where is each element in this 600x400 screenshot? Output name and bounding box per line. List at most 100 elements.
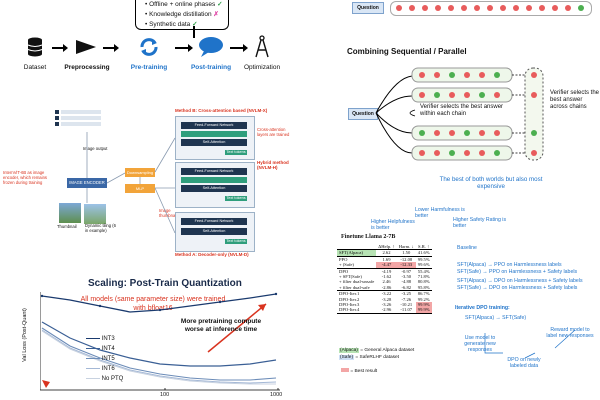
nvlm-diagram: Image output IMAGE ENCODER InternViT-6B … [3,108,295,260]
table-row: SFT(Alpaca) 2.62 1.50 41.6% [337,249,432,257]
table-row: DPO-Iter.3 -3.26 -10.21 99.9% [339,302,432,308]
mlp-box: MLP [125,184,155,193]
reward-model-note: Reward model to label new responses [546,327,594,339]
pipeline-label-pretraining: Pre-training [130,64,168,71]
quant-title: Scaling: Post-Train Quantization [88,278,242,289]
legend-item: INT5 [86,354,123,364]
ffn-layer: Feed-Forward Network [181,168,247,175]
pipeline: Dataset Preprocessing Pre-training Post-… [0,34,300,79]
ffn-layer: Feed-Forward Network [181,218,247,225]
table-row: + filter dual-unsafe 2.46 -4.88 80.8% [339,279,430,285]
combining-diagram: Question Verifier selects the best a [340,58,600,198]
note-baseline: Baseline [457,245,477,251]
int6-series [41,329,277,384]
image-output-label: Image output [83,146,108,151]
question-chain-top: Question [352,0,600,18]
nvlm-connectors [86,132,176,234]
text-tokens-box: Text tokens [225,196,247,201]
int3-series [41,293,277,313]
thumbnail-label: Thumbnail [57,224,77,229]
cross-attention-layer [181,177,247,183]
ffn-layer: Feed-Forward Network [181,122,247,129]
pipeline-arrow [52,47,64,49]
note-help: Higher Helpfulness is better [371,219,415,231]
self-attention-layer: Self-Attention [181,139,247,146]
chat-bubble-icon [199,37,223,57]
arrow-head [188,44,193,52]
alpaca-legend: (Alpaca) = General Alpaca dataset [339,348,415,353]
verifier-across-label: Verifier selects the best answer across … [550,90,600,111]
legend-item: INT6 [86,364,123,374]
combining-title: Combining Sequential / Parallel [347,47,467,56]
quant-chart: Val Loss (Post-Quant) More pretraining c… [20,292,283,400]
finetune-section: Higher Helpfulness is better Lower Harmf… [335,207,600,400]
table-row: + SFT(Safe) -1.62 -3.50 71.8% [339,274,430,280]
legend-item: No PTQ [86,374,123,384]
pipeline-arrow [230,47,244,49]
funnel-icon [76,40,96,54]
pipeline-label-optimization: Optimization [243,64,281,71]
legend-item: INT3 [86,334,123,344]
intern-note: InternViT-6B as image encoder, which rem… [3,170,47,185]
image-token-stack [55,110,110,132]
finetune-title: Finetune Llama 2-7B [341,234,396,240]
arrow-head [243,44,248,52]
iter-flow: SFT(Alpaca) → SFT(Safe) [465,315,527,321]
method-b-title: Method B: Cross-attention based (NVLM-X) [175,108,268,113]
method-a-title: Method A: Decoder-only (NVLM-D) [175,252,249,257]
pipeline-arrow [175,47,189,49]
note-safety: Higher Safety Rating is better [453,217,507,229]
table-row: DPO-Iter.1 -3.22 -3.25 86.7% [339,291,430,297]
quant-legend: INT3 INT4 INT5 INT6 No PTQ [86,334,123,384]
combining-caption: The best of both worlds but also most ex… [439,176,543,191]
text-tokens-box: Text tokens [225,150,247,155]
answer-chain-row [390,1,592,16]
cross-attention-layer [181,131,247,137]
text-tokens-box: Text tokens [225,239,247,244]
safe-legend: (Safe) = SafeRLHF dataset [339,355,400,360]
note-harm: Lower Harmfulness is better [415,207,465,219]
table-row: DPO-Iter.2 -3.28 -7.26 99.2% [339,296,430,302]
bullet-item: • Offline + online phases ✓ [145,1,223,8]
tile-image [83,203,107,225]
image-encoder-box: IMAGE ENCODER [67,178,107,188]
int5-series [41,327,277,381]
table-row: PPO 1.69 -12.08 99.5% [339,256,430,262]
quant-plot [40,292,280,391]
bullet-item: • Synthetic data ✓ [145,21,198,28]
quant-callout: All models (same parameter size) were tr… [80,296,226,312]
anno-ppo-1: SFT(Alpaca) → PPO on Harmlessness labels [457,262,562,268]
arrow-head [114,44,119,52]
arrow-head [63,44,68,52]
cross-icon: ✗ [213,11,219,18]
x-tick-1000: 1000 [270,392,283,398]
table-row: DPO-Iter.4 -2.96 -11.07 99.9% [337,307,432,314]
database-icon [27,37,43,57]
pipeline-arrow [103,47,115,49]
anno-dpo-1: SFT(Alpaca) → DPO on Harmlessness + Safe… [457,278,583,284]
legend-item: INT4 [86,344,123,354]
question-box: Question [352,2,384,14]
finetune-table: ΔHelp. ↑ Harm. ↓ S.R. ↑ SFT(Alpaca) 2.62… [337,244,432,314]
noptq-series [41,330,276,385]
table-row: DPO -4.19 -0.97 55.4% [339,268,430,274]
best-result-legend: = Best result [341,368,377,374]
verifier-chain-label: Verifier selects the best answer within … [420,104,504,118]
bullet-item: • Knowledge distillation ✗ [145,11,219,18]
refresh-icon [140,38,158,56]
iter-title: Iterative DPO training: [455,305,510,311]
check-icon: ✓ [217,1,223,8]
pipeline-label-dataset: Dataset [23,64,47,71]
pipeline-label-posttraining: Post-training [190,64,232,71]
dynamic-tiling-label: Dynamic tiling (6 in example) [85,223,116,233]
downsampling-box: Downsampling [125,168,155,177]
hybrid-title: Hybrid method (NVLM-H) [257,160,289,170]
iter-arrows [484,329,576,359]
top-bullet-list: • Offline + online phases ✓ • Knowledge … [145,0,223,30]
use-model-note: Use model to generate new responses [464,335,496,353]
table-row: + (Safe) -4.47 -12.33 99.6% [337,262,432,269]
self-attention-layer: Self-Attention [181,185,247,192]
answer-dots [396,5,584,11]
quant-ylabel: Val Loss (Post-Quant) [21,308,28,362]
compass-icon [255,35,269,58]
